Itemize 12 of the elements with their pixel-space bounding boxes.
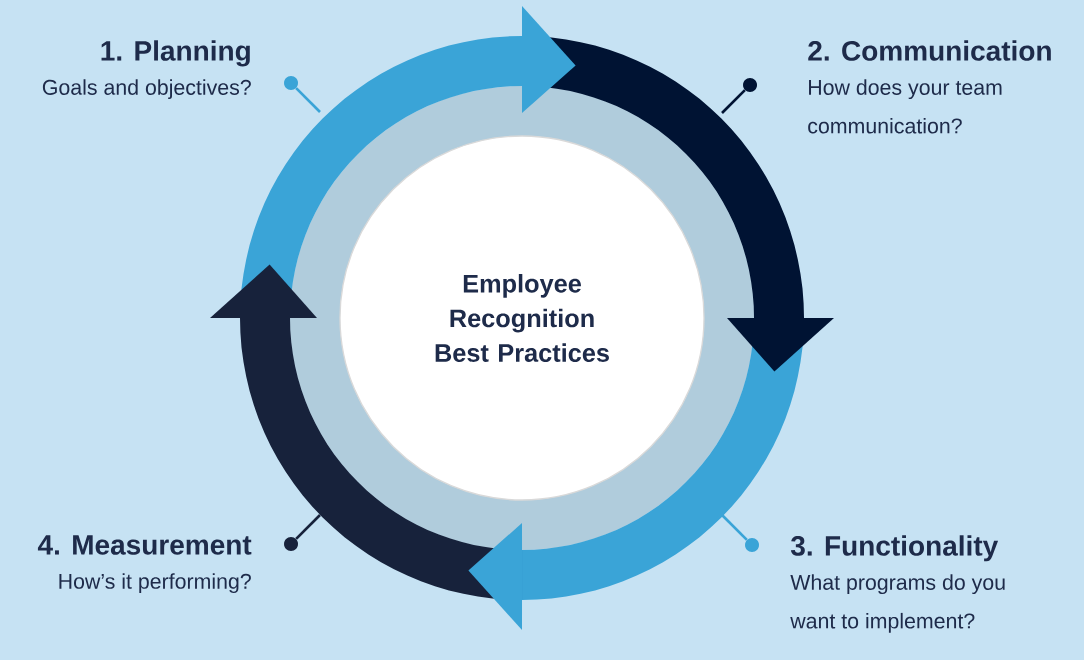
stage-text: 3. Functionality What programs do you want to implement?: [790, 535, 1005, 633]
leader-dot: [745, 538, 759, 552]
leader-line: [295, 87, 321, 113]
leader-dot: [743, 78, 757, 92]
leader-dot: [284, 76, 298, 90]
leader-dot: [284, 537, 298, 551]
stage-text: 2. Communication How does your team communication?: [808, 40, 1051, 134]
stage-text: 4. Measurement How’s it performing?: [37, 535, 252, 594]
leader-line: [721, 514, 748, 541]
leader-line: [295, 514, 321, 540]
leader-line: [721, 89, 746, 114]
stage-text: 1. Planning Goals and objectives?: [42, 40, 251, 100]
